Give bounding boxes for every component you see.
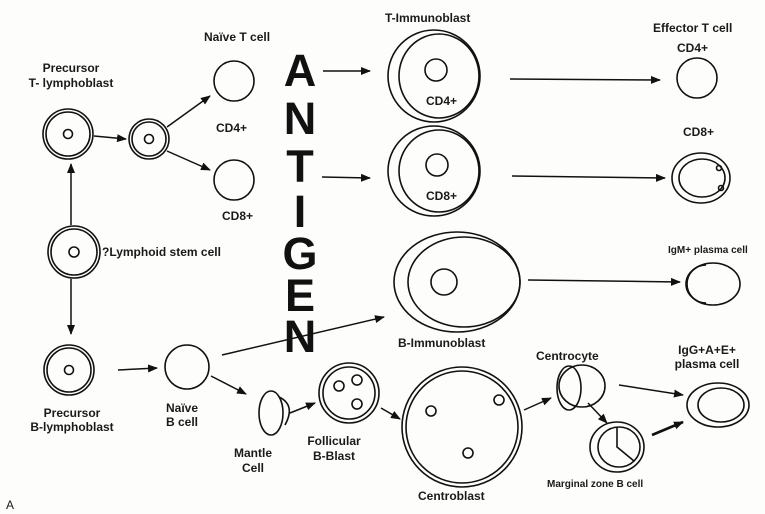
naive-b-label-line1: Naïve	[166, 401, 198, 415]
cd8-immunoblast-label: CD8+	[426, 189, 457, 203]
naive-b-label-line2: B cell	[166, 415, 198, 429]
follicular-b-blast-label-line1: Follicular	[307, 434, 360, 448]
igg-plasma-cell	[687, 383, 749, 427]
marginal-zone-b-cell	[590, 422, 644, 472]
precursor-t-lymphoblast-cell	[43, 109, 93, 159]
antigen-letter-t: T	[286, 144, 314, 189]
naive-b-cell	[165, 345, 209, 389]
precursor-b-lymphoblast-cell	[44, 345, 94, 395]
centroblast-cell	[402, 367, 522, 487]
igg-plasma-cell-label-line2: plasma cell	[675, 357, 740, 371]
antigen-letter-a: A	[284, 48, 317, 93]
b-immunoblast-label: B-Immunoblast	[398, 336, 485, 350]
naive-t-cell-label: Naïve T cell	[204, 30, 270, 44]
centrocyte-cell	[557, 365, 605, 410]
follicular-b-blast-cell	[319, 363, 379, 423]
naive-t-cd4-cell	[214, 61, 254, 101]
effector-t-cell-label: Effector T cell	[653, 21, 732, 35]
precursor-t-label-line1: Precursor	[43, 61, 100, 75]
precursor-b-label-line2: B-lymphoblast	[30, 420, 113, 434]
antigen-letter-n-2: N	[284, 314, 317, 359]
mantle-cell	[259, 391, 289, 435]
igg-plasma-cell-label-line1: IgG+A+E+	[678, 343, 736, 357]
centroblast-label: Centroblast	[418, 489, 485, 503]
panel-letter: A	[6, 498, 14, 512]
intermediate-t-cell	[129, 119, 169, 159]
cd4-effector-label: CD4+	[677, 41, 708, 55]
antigen-letter-n: N	[284, 96, 317, 141]
naive-t-cd8-cell	[214, 160, 254, 200]
t-immunoblast-cd4-cell	[388, 30, 480, 122]
precursor-b-label-line1: Precursor	[44, 406, 101, 420]
b-immunoblast-cell	[394, 232, 520, 332]
cd4-immunoblast-label: CD4+	[426, 94, 457, 108]
cd4-naive-label: CD4+	[216, 121, 247, 135]
effector-t-cd8-cell	[672, 153, 730, 203]
igm-plasma-cell	[686, 263, 740, 305]
t-immunoblast-label: T-Immunoblast	[385, 11, 470, 25]
mantle-cell-label-line1: Mantle	[234, 446, 272, 460]
mantle-cell-label-line2: Cell	[242, 461, 264, 475]
precursor-t-label-line2: T- lymphoblast	[29, 76, 114, 90]
cd8-effector-label: CD8+	[683, 125, 714, 139]
cd8-naive-label: CD8+	[222, 209, 253, 223]
lymphoid-stem-cell-label: ?Lymphoid stem cell	[102, 245, 221, 259]
igm-plasma-cell-label: IgM+ plasma cell	[668, 245, 748, 257]
lymphoid-stem-cell	[48, 226, 100, 278]
follicular-b-blast-label-line2: B-Blast	[313, 449, 355, 463]
effector-t-cd4-cell	[677, 58, 717, 98]
marginal-zone-b-cell-label: Marginal zone B cell	[547, 479, 643, 491]
centrocyte-label: Centrocyte	[536, 349, 599, 363]
